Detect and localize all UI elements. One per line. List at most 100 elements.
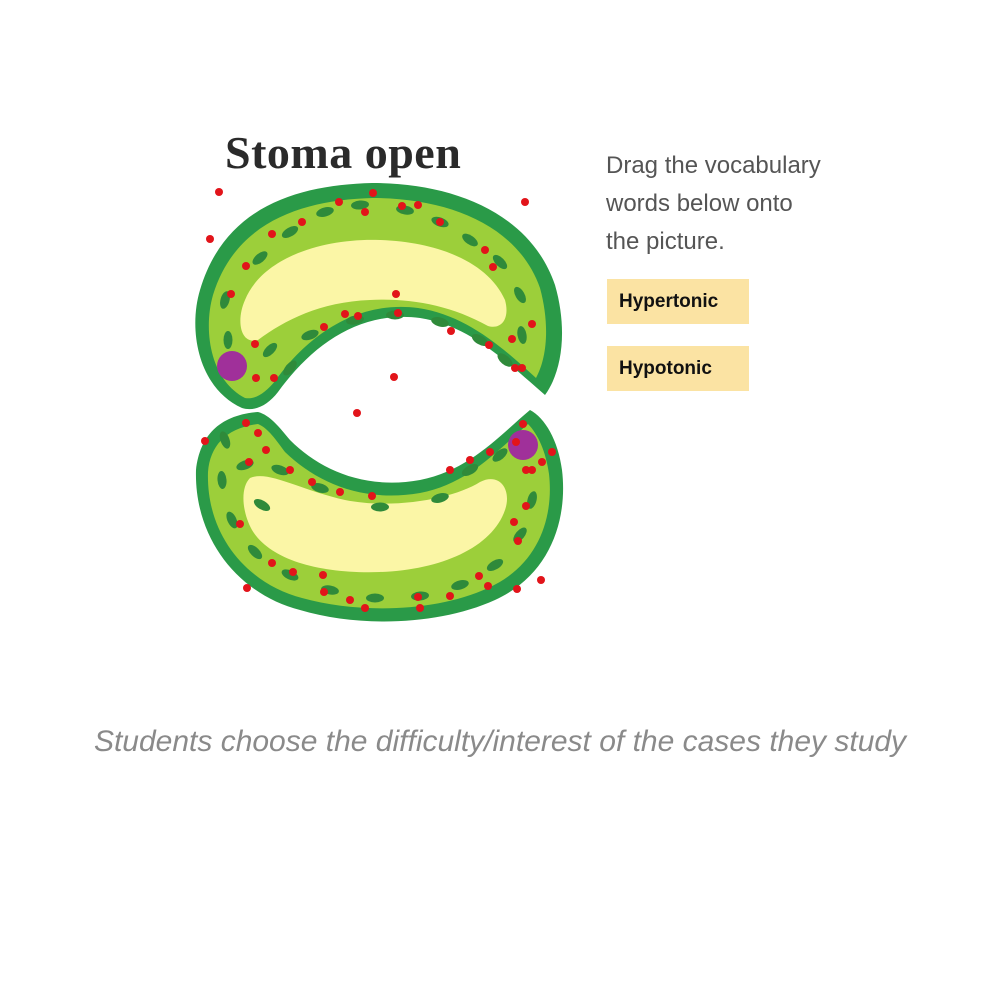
solute-dot <box>215 188 223 196</box>
solute-dot <box>353 409 361 417</box>
solute-dot <box>336 488 344 496</box>
solute-dot <box>335 198 343 206</box>
solute-dot <box>341 310 349 318</box>
chloroplast <box>451 580 469 590</box>
chloroplast <box>247 544 263 560</box>
solute-dot <box>522 466 530 474</box>
solute-dot <box>320 323 328 331</box>
diagram-title: Stoma open <box>225 127 462 178</box>
solute-dot <box>242 419 250 427</box>
solute-dot <box>528 320 536 328</box>
caption: Students choose the difficulty/interest … <box>93 725 907 758</box>
solute-dot <box>528 466 536 474</box>
solute-dot <box>485 341 493 349</box>
solute-dot <box>354 312 362 320</box>
solute-dot <box>508 335 516 343</box>
solute-dot <box>289 568 297 576</box>
solute-dot <box>512 438 520 446</box>
solute-dot <box>392 290 400 298</box>
word-card-hypotonic[interactable]: Hypotonic <box>607 346 749 391</box>
chloroplast <box>301 329 319 341</box>
solute-dot <box>548 448 556 456</box>
instructions-line: Drag the vocabulary <box>606 152 821 179</box>
nuclei <box>217 351 538 460</box>
solute-dot <box>361 208 369 216</box>
solute-dot <box>475 572 483 580</box>
nucleus <box>508 430 538 460</box>
chloroplast <box>219 431 231 449</box>
solute-dot <box>243 584 251 592</box>
solute-dot <box>414 593 422 601</box>
solute-dot <box>537 576 545 584</box>
chloroplast <box>517 326 527 344</box>
solute-dot <box>201 437 209 445</box>
chloroplast <box>252 251 268 265</box>
chloroplast <box>226 511 238 529</box>
solute-dot <box>346 596 354 604</box>
solute-dot <box>538 458 546 466</box>
solute-dot <box>416 604 424 612</box>
chloroplast <box>371 502 389 512</box>
solute-dot <box>254 429 262 437</box>
solute-dot <box>206 235 214 243</box>
solute-dot <box>446 466 454 474</box>
solute-dot <box>522 502 530 510</box>
solute-dot <box>513 585 521 593</box>
solute-dot <box>262 446 270 454</box>
chloroplast <box>311 483 329 493</box>
solute-dot <box>390 373 398 381</box>
chloroplast <box>431 493 449 503</box>
solute-dot <box>251 340 259 348</box>
chloroplast <box>461 464 479 476</box>
solute-dot <box>519 420 527 428</box>
chloroplast <box>486 559 504 571</box>
solute-dot <box>361 604 369 612</box>
solute-dot <box>466 456 474 464</box>
nucleus <box>217 351 247 381</box>
solute-dot <box>268 230 276 238</box>
solute-dot <box>270 374 278 382</box>
solute-dot <box>308 478 316 486</box>
solute-dot <box>511 364 519 372</box>
solute-dot <box>369 189 377 197</box>
solute-dot <box>521 198 529 206</box>
solute-dot <box>398 202 406 210</box>
solute-dot <box>447 327 455 335</box>
solute-dot <box>436 218 444 226</box>
chloroplast <box>262 342 278 358</box>
solute-dot <box>319 571 327 579</box>
lower-guard-cell <box>195 410 564 622</box>
chloroplast <box>281 226 299 238</box>
chloroplast <box>351 200 369 210</box>
solute-dots <box>201 188 556 612</box>
solute-dot <box>510 518 518 526</box>
chloroplast <box>462 233 478 247</box>
chloroplast <box>316 207 334 217</box>
solute-dot <box>446 592 454 600</box>
chloroplast <box>514 286 526 304</box>
solute-dot <box>320 588 328 596</box>
chloroplast <box>431 317 449 327</box>
word-card-hypertonic[interactable]: Hypertonic <box>607 279 749 324</box>
solute-dot <box>489 263 497 271</box>
chloroplast <box>492 448 508 462</box>
chloroplast <box>471 334 489 346</box>
chloroplast <box>283 360 297 376</box>
solute-dot <box>268 559 276 567</box>
solute-dot <box>481 246 489 254</box>
solute-dot <box>286 466 294 474</box>
solute-dot <box>242 262 250 270</box>
chloroplast <box>223 331 233 349</box>
chloroplast <box>366 593 384 603</box>
chloroplast <box>497 353 513 367</box>
solute-dot <box>514 537 522 545</box>
instructions-line: the picture. <box>606 228 725 255</box>
solute-dot <box>236 520 244 528</box>
instructions-line: words below onto <box>606 190 793 217</box>
chloroplast <box>217 471 227 489</box>
upper-guard-cell <box>195 183 563 410</box>
solute-dot <box>368 492 376 500</box>
solute-dot <box>486 448 494 456</box>
solute-dot <box>252 374 260 382</box>
